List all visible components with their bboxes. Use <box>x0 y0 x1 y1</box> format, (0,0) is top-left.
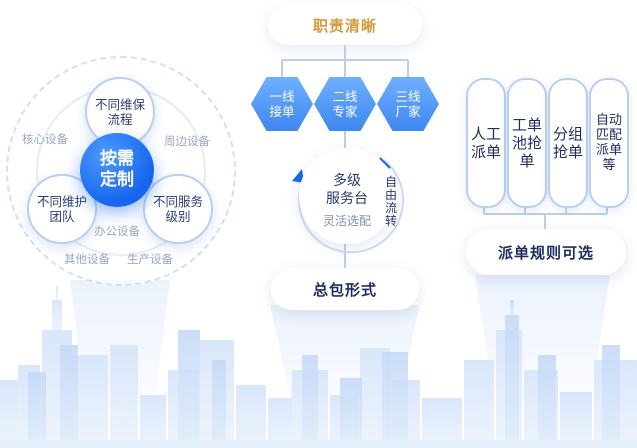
hex-second-line: 二线 专家 <box>314 77 376 131</box>
service-desk-label: 多级 服务台 <box>326 173 368 207</box>
free-flow-label: 自由 流转 <box>384 175 397 228</box>
core-on-demand: 按需 定制 <box>80 133 154 207</box>
dispatch-manual-label: 人工 派单 <box>470 125 501 161</box>
dispatch-pool-grab-label: 工单 池抢 单 <box>511 116 542 170</box>
dispatch-auto-match: 自动 匹配 派单 等 <box>589 78 629 208</box>
label-office-equipment: 办公设备 <box>94 224 140 238</box>
dispatch-group-grab-label: 分组 抢单 <box>552 125 583 161</box>
dispatch-group-grab: 分组 抢单 <box>548 78 588 208</box>
flexible-option-label: 灵活选配 <box>322 214 371 228</box>
label-other-equipment: 其他设备 <box>64 252 110 266</box>
package-form-pill: 总包形式 <box>271 268 419 310</box>
label-peripheral-equipment: 周边设备 <box>164 134 210 148</box>
label-production-equipment: 生产设备 <box>127 252 173 266</box>
hex-third-line: 三线 厂家 <box>377 77 439 131</box>
node-service-level: 不同服务 级别 <box>143 174 213 244</box>
dispatch-pool-grab: 工单 池抢 单 <box>507 78 547 208</box>
dispatch-auto-match-label: 自动 匹配 派单 等 <box>595 113 622 173</box>
hex-first-line: 一线 接单 <box>251 77 313 131</box>
title-clear-responsibilities: 职责清晰 <box>268 5 422 45</box>
label-core-equipment: 核心设备 <box>22 132 68 146</box>
dispatch-rules-pill: 派单规则可选 <box>466 229 626 275</box>
dispatch-manual: 人工 派单 <box>466 78 506 208</box>
multi-level-service-desk-circle <box>299 148 395 244</box>
